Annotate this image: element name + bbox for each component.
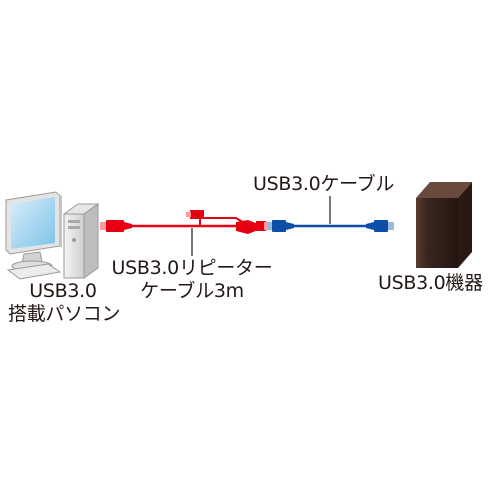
repeater-label-line1: USB3.0リピーター <box>111 257 273 279</box>
repeater-label-line2: ケーブル3m <box>140 280 244 302</box>
device-label: USB3.0機器 <box>378 272 483 294</box>
external-drive-icon <box>416 182 472 268</box>
pc-label-line1: USB3.0 <box>29 280 97 302</box>
pc-label-line2: 搭載パソコン <box>8 303 121 325</box>
repeater-cable-label: USB3.0リピーター ケーブル3m <box>102 257 282 303</box>
usb-cable <box>268 220 394 232</box>
repeater-cable <box>100 210 268 234</box>
pc-label: USB3.0 搭載パソコン <box>8 280 121 326</box>
usb-cable-label: USB3.0ケーブル <box>253 173 395 195</box>
desktop-computer-icon <box>5 191 100 280</box>
